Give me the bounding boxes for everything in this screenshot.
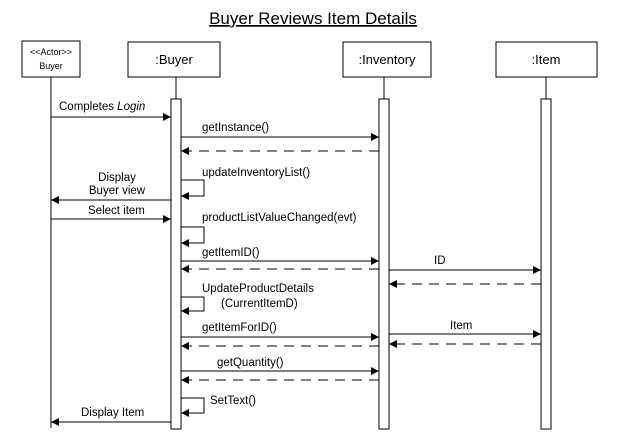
item-activation [540,98,552,430]
inventory-label: :Inventory [358,52,416,67]
actor-name: Buyer [39,61,63,71]
inventory-activation [378,98,390,430]
msg-get-quantity: getQuantity() [217,357,284,369]
buyer-label: :Buyer [155,52,193,67]
msg-product-list-value-changed: productListValueChanged(evt) [202,212,357,224]
msg-update-inventory-list: updateInventoryList() [202,167,310,179]
item-box [495,41,598,78]
item-label: :Item [532,52,561,67]
inventory-box [342,41,432,78]
msg-select-item: Select item [88,205,145,217]
msg-get-item-id: getItemID() [202,247,260,259]
msg-display-line1: Display [98,172,136,184]
msg-get-instance: getInstance() [202,122,269,134]
buyer-activation [170,98,182,430]
msg-item: Item [450,320,472,332]
self-call-set-text [181,397,205,417]
actor-box [21,40,81,78]
msg-completes-login: Completes Login [59,101,145,113]
msg-update-product-details-line1: UpdateProductDetails [202,283,314,295]
msg-set-text: SetText() [210,395,256,407]
buyer-box [127,41,221,78]
msg-display-line2: Buyer view [89,185,146,197]
msg-update-product-details-line2: (CurrentItemD) [221,298,298,310]
actor-stereotype: <<Actor>> [30,47,72,57]
msg-id: ID [434,255,446,267]
diagram-title: Buyer Reviews Item Details [209,9,417,28]
self-call-update-product-details [181,296,205,315]
msg-display-item: Display Item [81,407,144,419]
self-call-product-list-value-changed [181,226,205,247]
msg-get-item-for-id: getItemForID() [202,322,277,334]
self-call-update-inventory-list [181,179,205,200]
